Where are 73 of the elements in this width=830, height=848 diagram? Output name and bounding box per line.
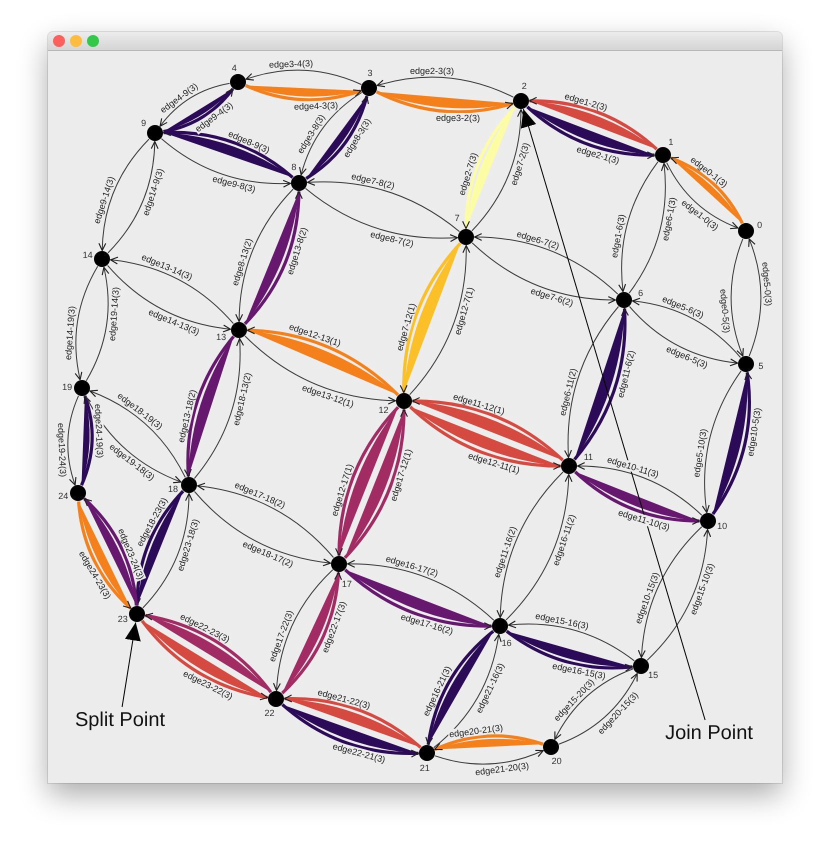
arrow — [433, 634, 502, 748]
arrow — [107, 264, 232, 332]
arrow — [702, 370, 742, 514]
arrow — [506, 474, 572, 620]
arrow — [646, 528, 711, 661]
arrow — [305, 188, 458, 242]
arrow — [666, 162, 739, 229]
arrow — [196, 482, 334, 558]
arrow — [273, 569, 334, 692]
arrow — [346, 560, 494, 621]
node-number: 1 — [668, 137, 674, 148]
node-number: 5 — [758, 360, 764, 371]
node-number: 17 — [342, 578, 352, 589]
arrow — [299, 92, 362, 176]
arrow — [472, 242, 616, 304]
node-number: 12 — [378, 404, 388, 414]
node-number: 22 — [264, 708, 274, 718]
node-number: 11 — [584, 452, 594, 462]
arrow — [74, 266, 98, 380]
node-number: 23 — [118, 614, 128, 624]
arrow — [86, 266, 110, 382]
node-number: 10 — [717, 520, 728, 531]
arrow — [160, 138, 292, 188]
node-number: 4 — [232, 62, 237, 72]
node-number: 7 — [454, 212, 460, 223]
arrow — [142, 492, 193, 608]
arrow — [638, 526, 702, 658]
arrow — [471, 108, 525, 232]
annotation-label: Join Point — [665, 722, 753, 744]
arrow — [110, 256, 234, 324]
arrow — [629, 306, 738, 366]
arrow — [235, 188, 294, 322]
node-number: 3 — [368, 68, 372, 78]
node-number: 20 — [552, 756, 562, 766]
arrow — [520, 108, 706, 720]
arrow — [160, 82, 230, 127]
arrow — [628, 162, 669, 294]
arrow — [376, 76, 514, 98]
arrow — [474, 233, 618, 295]
node-number: 19 — [62, 382, 72, 392]
arrow — [618, 161, 658, 292]
arrow — [730, 238, 744, 357]
arrow — [409, 244, 470, 396]
arrow — [434, 750, 544, 765]
edge-label: edge3-2(3) — [435, 113, 482, 124]
arrow — [496, 472, 564, 618]
arrow — [194, 338, 244, 479]
arrow — [244, 336, 396, 404]
arrow — [306, 178, 460, 232]
node-number: 13 — [216, 332, 226, 342]
arrow — [98, 138, 150, 252]
node-number: 8 — [291, 162, 296, 172]
arrow — [576, 462, 702, 516]
arrow — [245, 70, 362, 85]
node-number: 24 — [58, 491, 68, 502]
arrow — [748, 238, 762, 357]
arrow — [564, 306, 619, 458]
arrow — [194, 491, 332, 566]
arrow — [508, 620, 635, 662]
node-number: 21 — [420, 762, 430, 773]
node-number: 9 — [141, 118, 146, 128]
node-number: 6 — [638, 288, 644, 298]
node-number: 2 — [522, 81, 527, 92]
node-number: 15 — [648, 670, 658, 680]
node-number: 0 — [757, 220, 762, 230]
arrow — [122, 622, 141, 708]
annotation-label: Split Point — [74, 709, 166, 731]
arrow — [108, 140, 158, 254]
arrow — [632, 298, 741, 358]
node-number: 18 — [168, 484, 178, 494]
node-number: 16 — [502, 638, 512, 648]
arrow — [67, 395, 79, 486]
node-number: 14 — [82, 250, 93, 260]
